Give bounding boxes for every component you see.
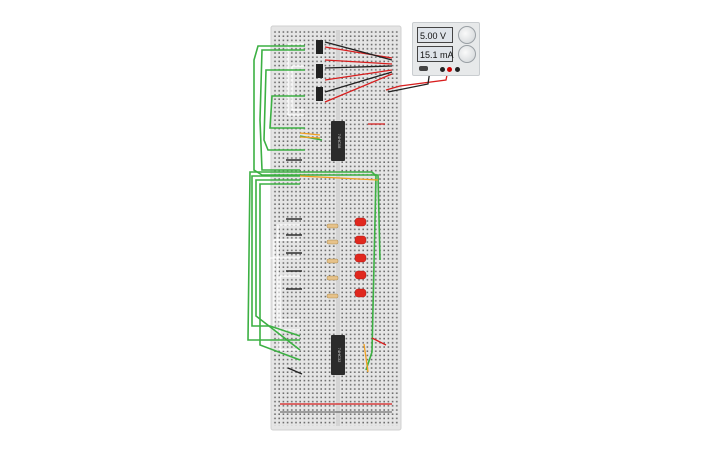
ground-jumpers[interactable] bbox=[286, 159, 303, 375]
ground-terminal-icon[interactable] bbox=[455, 67, 460, 72]
current-knob-icon[interactable] bbox=[458, 45, 476, 63]
current-display: 15.1 mA bbox=[417, 46, 454, 62]
center-channel bbox=[336, 30, 340, 426]
chip-74hc08[interactable]: 74HC08 bbox=[331, 121, 345, 161]
voltage-display: 5.00 V bbox=[417, 27, 453, 43]
green-wires[interactable] bbox=[247, 45, 381, 371]
leds[interactable] bbox=[354, 217, 367, 298]
negative-terminal-icon[interactable] bbox=[440, 67, 445, 72]
chip-74hc32-label: 74HC32 bbox=[337, 348, 342, 363]
orange-wires[interactable] bbox=[299, 132, 379, 373]
red-wires[interactable] bbox=[324, 46, 449, 346]
power-supply[interactable]: 5.00 V 15.1 mA bbox=[412, 22, 480, 76]
power-switch-icon[interactable] bbox=[419, 66, 428, 71]
voltage-knob-icon[interactable] bbox=[458, 26, 476, 44]
chip-74hc32[interactable]: 74HC32 bbox=[331, 335, 345, 375]
push-buttons[interactable] bbox=[316, 40, 323, 101]
chip-74hc08-label: 74HC08 bbox=[337, 134, 342, 149]
positive-terminal-icon[interactable] bbox=[447, 67, 452, 72]
resistors[interactable] bbox=[326, 223, 339, 299]
